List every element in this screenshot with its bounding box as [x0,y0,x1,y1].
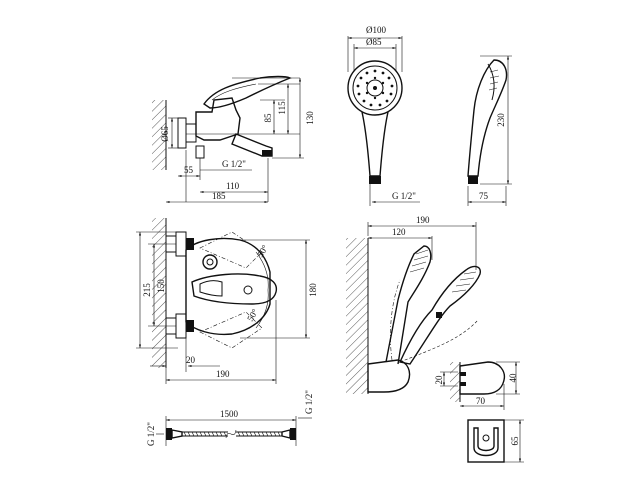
hose-right-end [281,429,291,439]
dim-70: 70 [476,396,486,406]
thread-label: G 1/2" [222,159,246,169]
faucet-body [195,97,241,141]
shower-thread-label: G 1/2" [392,191,416,201]
dim-55: 55 [184,165,194,175]
mixer-lever [191,273,278,305]
angle-lower: 50° [245,307,260,323]
dim-dia-100: Ø100 [366,25,386,35]
dim-75: 75 [479,191,489,201]
hose-body-right [236,431,282,437]
holder-side: 20 40 70 [434,361,520,410]
holder-front: 65 [467,419,524,463]
dim-150: 150 [156,279,166,293]
mixer-body [185,237,271,336]
dim-215: 215 [142,283,152,297]
faucet-side-view: 85 115 130 Ø65 55 110 185 G 1/2" [152,75,315,204]
dim-dia-85: Ø85 [366,37,382,47]
holder-profile [459,361,506,395]
dim-190-wall: 190 [416,215,430,225]
dim-20: 20 [186,355,196,365]
dim-180: 180 [308,283,318,297]
hose-thread-right: G 1/2" [304,390,314,414]
dim-130: 130 [305,111,315,125]
wall-hatch-3 [346,238,368,394]
wall-bracket [367,359,411,393]
dim-190-top: 190 [216,369,230,379]
wall-hatch [152,100,166,170]
hose-drawing: 1500 G 1/2" G 1/2" [146,390,314,446]
dim-115: 115 [277,101,287,115]
shower-head-side: 230 75 [467,55,512,206]
hose-left-end [171,429,183,439]
dim-85: 85 [263,113,273,123]
dim-110: 110 [226,181,240,191]
dim-120: 120 [392,227,406,237]
escutcheon-plate [177,117,187,149]
dim-dia-65: Ø65 [160,126,170,142]
dim-40: 40 [508,373,518,383]
dim-185: 185 [212,191,226,201]
faucet-top-view: 50° 50° 215 150 180 20 190 [136,218,318,384]
nozzle-pattern [356,69,394,107]
dim-230: 230 [496,113,506,127]
dim-65: 65 [510,436,520,446]
wall-hatch-4 [450,362,460,402]
shower-head-front: Ø100 Ø85 G 1/2" [347,25,420,206]
hose-body-left [182,431,228,437]
wall-mount-shower: 190 120 [346,215,481,394]
hose-thread-left: G 1/2" [146,422,156,446]
dim-20-holder: 20 [434,375,444,385]
shower-handle [361,111,389,177]
wall-hatch-2 [152,218,166,368]
shower-side-profile [467,59,508,177]
holder-plate [467,419,505,463]
dim-1500: 1500 [220,409,239,419]
